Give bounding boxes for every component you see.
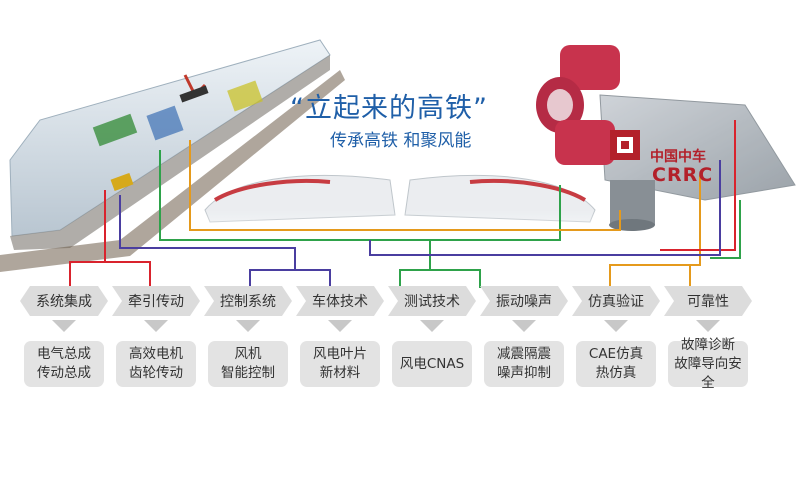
- detail-line: 风电叶片: [313, 346, 367, 362]
- category-5: 测试技术: [388, 286, 476, 316]
- detail-line: 高效电机: [129, 346, 183, 362]
- down-arrow-icon: [696, 320, 720, 332]
- cutaway-train: [0, 39, 345, 272]
- category-4: 车体技术: [296, 286, 384, 316]
- category-3: 控制系统: [204, 286, 292, 316]
- detail-box-6: 减震隔震噪声抑制: [484, 341, 564, 387]
- category-1: 系统集成: [20, 286, 108, 316]
- crrc-logo-en: CRRC: [652, 164, 714, 186]
- detail-line: CAE仿真: [588, 346, 644, 362]
- detail-box-4: 风电叶片新材料: [300, 341, 380, 387]
- detail-line: 减震隔震: [497, 346, 551, 362]
- detail-box-1: 电气总成传动总成: [24, 341, 104, 387]
- detail-line: 故障导向安全: [674, 355, 742, 391]
- crrc-logo-cn: 中国中车: [650, 149, 706, 165]
- down-arrow-icon: [420, 320, 444, 332]
- detail-line: 噪声抑制: [497, 365, 551, 381]
- detail-line: 故障诊断: [681, 336, 735, 353]
- detail-line: 热仿真: [595, 365, 637, 381]
- category-8: 可靠性: [664, 286, 752, 316]
- category-6: 振动噪声: [480, 286, 568, 316]
- detail-line: 新材料: [319, 365, 361, 381]
- down-arrow-icon: [604, 320, 628, 332]
- down-arrow-icon: [236, 320, 260, 332]
- down-arrow-icon: [512, 320, 536, 332]
- detail-line: 齿轮传动: [129, 365, 183, 381]
- detail-box-2: 高效电机齿轮传动: [116, 341, 196, 387]
- detail-box-5: 风电CNAS: [392, 341, 472, 387]
- detail-line: 智能控制: [221, 365, 275, 381]
- category-2: 牵引传动: [112, 286, 200, 316]
- high-speed-train-pair: [200, 174, 600, 250]
- detail-box-7: CAE仿真热仿真: [576, 341, 656, 387]
- subtitle: 传承高铁 和聚风能: [330, 131, 472, 151]
- down-arrow-icon: [144, 320, 168, 332]
- detail-line: 风电CNAS: [399, 355, 465, 372]
- down-arrow-icon: [328, 320, 352, 332]
- connector-lines: [69, 120, 741, 288]
- detail-box-8: 故障诊断故障导向安全: [668, 337, 748, 391]
- detail-box-3: 风机智能控制: [208, 341, 288, 387]
- slogan: “立起来的高铁”: [290, 93, 488, 124]
- down-arrow-icon: [52, 320, 76, 332]
- wind-turbine-nacelle: [536, 45, 796, 231]
- detail-line: 电气总成: [37, 346, 91, 362]
- detail-line: 风机: [234, 346, 262, 362]
- detail-line: 传动总成: [37, 365, 91, 381]
- category-7: 仿真验证: [572, 286, 660, 316]
